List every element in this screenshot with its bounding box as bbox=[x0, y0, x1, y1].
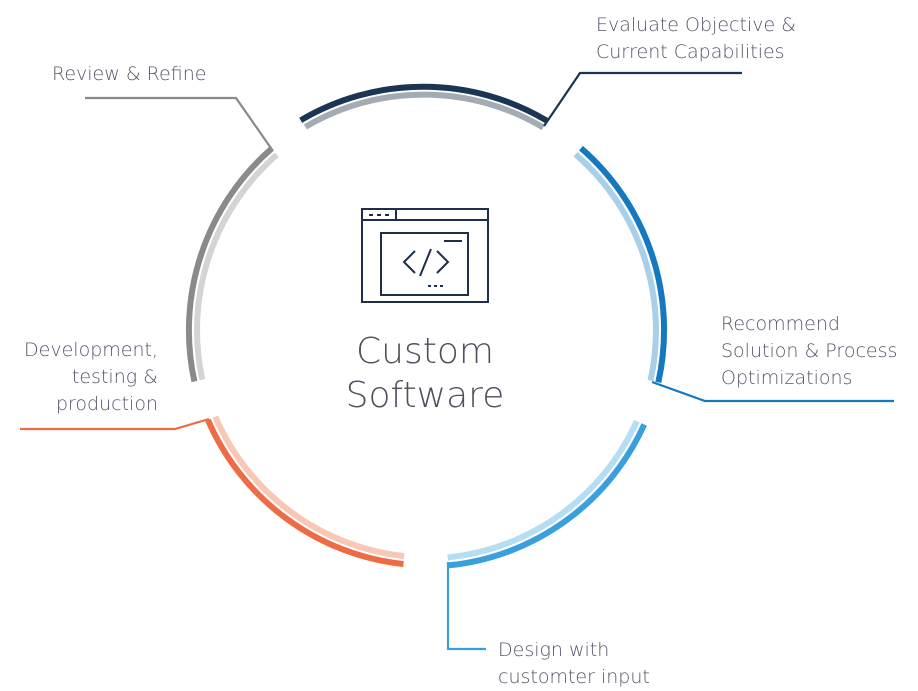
center-title-line-1: Custom bbox=[356, 331, 494, 372]
review-arc bbox=[185, 146, 274, 383]
design-label: Design with customter input bbox=[498, 637, 650, 691]
design-arc bbox=[448, 423, 647, 569]
recommend-label-line-2: Solution & Process bbox=[721, 340, 898, 362]
recommend-label-line-3: Optimizations bbox=[721, 367, 853, 389]
recommend-leader-line bbox=[651, 380, 894, 403]
evaluate-arc bbox=[299, 83, 549, 124]
recommend-arc bbox=[579, 145, 668, 384]
evaluate-label-line-1: Evaluate Objective & bbox=[596, 14, 796, 36]
recommend-arc-light bbox=[573, 152, 659, 382]
evaluate-label-line-2: Current Capabilities bbox=[596, 41, 785, 63]
design-label-line-2: customter input bbox=[498, 666, 650, 688]
code-window-icon bbox=[361, 208, 489, 303]
development-arc-light bbox=[212, 415, 405, 560]
development-leader-line bbox=[20, 417, 210, 431]
review-stage bbox=[85, 96, 279, 383]
design-stage bbox=[446, 419, 647, 651]
center-title-line-2: Software bbox=[345, 375, 505, 416]
development-arc bbox=[205, 418, 404, 568]
evaluate-stage bbox=[299, 71, 742, 131]
review-leader-line bbox=[85, 96, 274, 152]
design-leader-line bbox=[446, 562, 486, 651]
development-stage bbox=[20, 415, 405, 568]
development-label-line-1: Development, bbox=[24, 339, 158, 361]
review-label: Review & Refine bbox=[52, 61, 206, 88]
development-label: Development, testing & production bbox=[24, 337, 158, 418]
recommend-label-line-1: Recommend bbox=[721, 313, 840, 335]
recommend-stage bbox=[573, 145, 894, 403]
design-label-line-1: Design with bbox=[498, 639, 610, 661]
evaluate-leader-line bbox=[543, 71, 742, 127]
recommend-label: Recommend Solution & Process Optimizatio… bbox=[721, 311, 897, 392]
review-label-line-1: Review & Refine bbox=[52, 63, 207, 85]
evaluate-arc-light bbox=[303, 91, 545, 131]
evaluate-label: Evaluate Objective & Current Capabilitie… bbox=[596, 12, 796, 66]
development-label-line-3: production bbox=[55, 393, 158, 415]
center-title: Custom Software bbox=[305, 330, 545, 418]
design-arc-light bbox=[447, 419, 640, 561]
review-arc-light bbox=[194, 152, 279, 381]
development-label-line-2: testing & bbox=[71, 366, 158, 388]
